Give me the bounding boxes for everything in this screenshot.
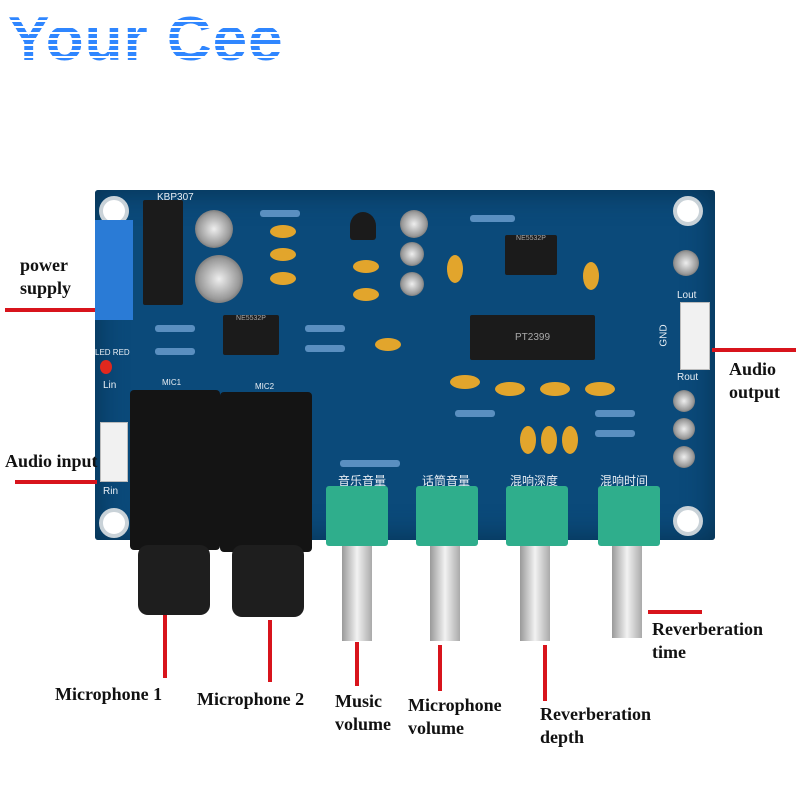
- label-microphone-volume: Microphone volume: [408, 695, 502, 738]
- pointer-line-mic1: [163, 615, 167, 678]
- mount-hole: [673, 196, 703, 226]
- audio-input-connector[interactable]: [100, 422, 128, 482]
- bridge-label: KBP307: [157, 192, 194, 203]
- opamp-chip-1: NE5532P: [223, 315, 279, 355]
- transistor: [350, 212, 376, 240]
- mic2-label: MIC2: [255, 382, 275, 391]
- lin-label: Lin: [103, 380, 117, 391]
- label-reverberation-time: Reverberation time: [652, 619, 763, 662]
- lout-label: Lout: [677, 290, 697, 301]
- resistor: [340, 460, 400, 467]
- rout-label: Rout: [677, 372, 699, 383]
- power-terminal-block: [95, 220, 133, 320]
- pot-label-reverb-time: 混响时间: [600, 474, 649, 488]
- pointer-line-reverb-depth: [543, 645, 547, 701]
- ceramic-capacitor: [495, 382, 525, 396]
- capacitor: [673, 390, 695, 412]
- led-indicator: [100, 360, 112, 374]
- pointer-line-music-volume: [355, 642, 359, 686]
- resistor: [155, 348, 195, 355]
- ceramic-capacitor: [562, 426, 578, 454]
- label-audio-input: Audio input: [5, 451, 98, 471]
- ceramic-capacitor: [450, 375, 480, 389]
- resistor: [595, 410, 635, 417]
- music-volume-pot[interactable]: [326, 486, 388, 546]
- resistor: [455, 410, 495, 417]
- reverb-time-pot[interactable]: [598, 486, 660, 546]
- ceramic-capacitor: [270, 225, 296, 238]
- pot-label-mic-volume: 话筒音量: [422, 474, 471, 488]
- ceramic-capacitor: [270, 248, 296, 261]
- opamp-chip-2: NE5532P: [505, 235, 557, 275]
- rin-label: Rin: [103, 486, 119, 497]
- pointer-line-reverb-time: [648, 610, 702, 614]
- label-audio-output: Audio output: [729, 359, 781, 402]
- opamp-chip-label: NE5532P: [236, 315, 266, 322]
- opamp-chip-label: NE5532P: [516, 235, 546, 242]
- label-microphone-2: Microphone 2: [197, 689, 305, 709]
- brand-logo: Your Cee: [8, 5, 284, 74]
- pointer-line-mic2: [268, 620, 272, 682]
- label-reverberation-depth: Reverberation depth: [540, 704, 651, 747]
- capacitor: [195, 210, 233, 248]
- ceramic-capacitor: [520, 426, 536, 454]
- ceramic-capacitor: [270, 272, 296, 285]
- mic2-jack-body: [220, 392, 312, 552]
- pt2399-label: PT2399: [514, 332, 551, 343]
- reverb-depth-pot[interactable]: [506, 486, 568, 546]
- resistor: [305, 325, 345, 332]
- music-volume-knob[interactable]: [342, 546, 372, 641]
- mic1-jack-body: [130, 390, 220, 550]
- mount-hole: [99, 508, 129, 538]
- ceramic-capacitor: [353, 260, 379, 273]
- ceramic-capacitor: [353, 288, 379, 301]
- capacitor: [400, 242, 424, 266]
- ceramic-capacitor: [583, 262, 599, 290]
- resistor: [595, 430, 635, 437]
- mic-volume-pot[interactable]: [416, 486, 478, 546]
- label-power-supply: power supply: [20, 255, 72, 298]
- resistor: [305, 345, 345, 352]
- pt2399-chip: PT2399: [470, 315, 595, 360]
- mic-volume-knob[interactable]: [430, 546, 460, 641]
- resistor: [470, 215, 515, 222]
- ceramic-capacitor: [375, 338, 401, 351]
- pointer-line-mic-volume: [438, 645, 442, 691]
- mic1-label: MIC1: [162, 378, 182, 387]
- ceramic-capacitor: [447, 255, 463, 283]
- pointer-line-audio-output: [712, 348, 796, 352]
- led-label: LED RED: [95, 348, 130, 357]
- mic1-jack[interactable]: [138, 545, 210, 615]
- capacitor: [673, 250, 699, 276]
- capacitor: [400, 272, 424, 296]
- reverb-depth-knob[interactable]: [520, 546, 550, 641]
- label-microphone-1: Microphone 1: [55, 684, 163, 704]
- reverb-time-knob[interactable]: [612, 546, 642, 638]
- resistor: [260, 210, 300, 217]
- resistor: [155, 325, 195, 332]
- ceramic-capacitor: [585, 382, 615, 396]
- mic2-jack[interactable]: [232, 545, 304, 617]
- ceramic-capacitor: [540, 382, 570, 396]
- pot-label-reverb-depth: 混响深度: [510, 474, 559, 488]
- label-music-volume: Music volume: [335, 691, 391, 734]
- pointer-line-power: [5, 308, 95, 312]
- ceramic-capacitor: [541, 426, 557, 454]
- capacitor: [400, 210, 428, 238]
- mount-hole: [673, 506, 703, 536]
- capacitor: [673, 418, 695, 440]
- bridge-rectifier: [143, 200, 183, 305]
- capacitor: [673, 446, 695, 468]
- capacitor: [195, 255, 243, 303]
- pot-label-music-volume: 音乐音量: [338, 474, 387, 488]
- audio-output-connector[interactable]: [680, 302, 710, 370]
- pointer-line-audio-input: [15, 480, 97, 484]
- gnd-label: GND: [658, 324, 670, 347]
